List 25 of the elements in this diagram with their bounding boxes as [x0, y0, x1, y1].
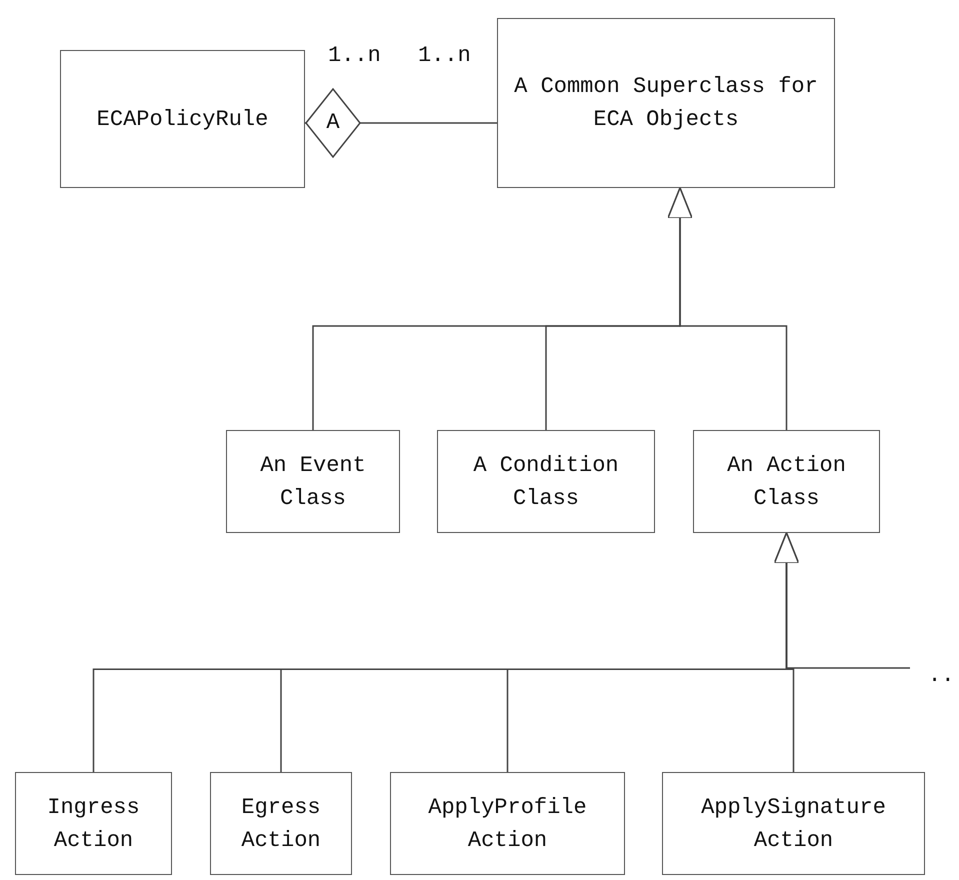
class-box — [15, 772, 172, 875]
class-name: An Event Class — [259, 452, 367, 512]
class-name: Ingress Action — [46, 794, 141, 854]
class-name: A Common Superclass for ECA Objects — [513, 73, 819, 134]
aggregation-marker-label: A — [326, 112, 340, 134]
class-name: A Condition Class — [472, 452, 620, 512]
class-box — [60, 50, 305, 188]
class-box — [693, 430, 880, 533]
class-box — [210, 772, 352, 875]
inheritance-arrow — [667, 187, 788, 430]
inheritance-arrow — [774, 532, 910, 669]
class-name: ApplyProfile Action — [427, 794, 588, 854]
multiplicity-label: 1..n — [328, 45, 381, 67]
class-name: An Action Class — [726, 452, 847, 512]
class-name: ECAPolicyRule — [96, 106, 270, 134]
class-box — [437, 430, 655, 533]
class-name: Egress Action — [240, 794, 322, 854]
class-box — [226, 430, 400, 533]
continuation-dots: .. — [928, 665, 954, 687]
class-box — [390, 772, 625, 875]
multiplicity-label: 1..n — [418, 45, 471, 67]
class-box — [662, 772, 925, 875]
aggregation-connector — [305, 88, 497, 158]
class-name: ApplySignature Action — [700, 794, 887, 854]
class-box — [497, 18, 835, 188]
